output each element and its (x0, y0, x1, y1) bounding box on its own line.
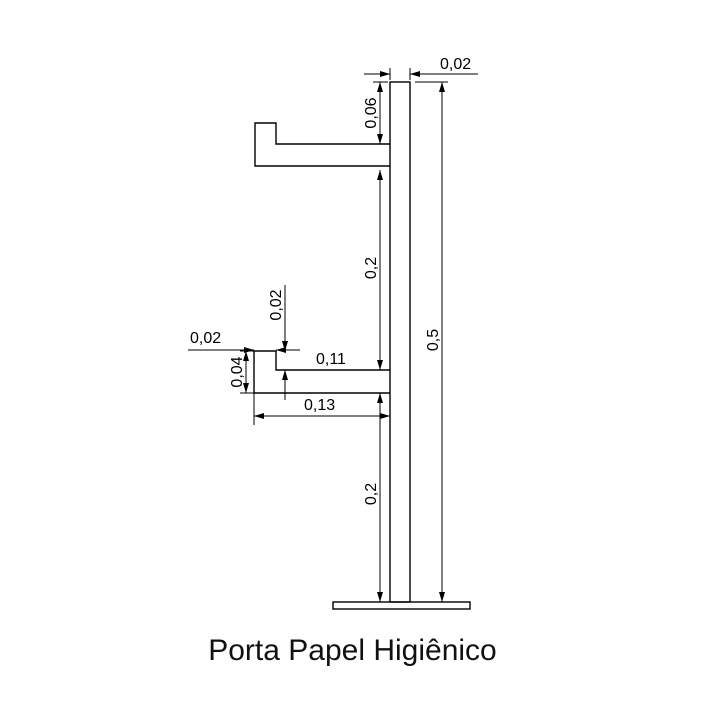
vertical-post (389, 81, 411, 603)
dim-top-offset: 0,06 (363, 97, 380, 128)
dimension-labels: 0,02 0,06 0,5 0,2 0,2 0,02 0,02 0,04 0,1… (190, 56, 471, 505)
dim-hook-depth: 0,02 (268, 289, 285, 320)
upper-arm (254, 122, 390, 167)
dim-bottom-height: 0,2 (363, 483, 380, 505)
drawing-title: Porta Papel Higiênico (208, 634, 497, 667)
dim-inner-length: 0,11 (316, 351, 346, 368)
dimension-lines (188, 68, 478, 603)
dim-total-height: 0,5 (425, 329, 442, 351)
base-plate (332, 601, 471, 610)
dim-hook-width: 0,02 (190, 330, 221, 347)
dim-arm-length: 0,13 (304, 397, 335, 414)
dim-arm-spacing: 0,2 (363, 257, 380, 279)
dim-hook-height: 0,04 (229, 356, 246, 387)
dim-post-width: 0,02 (440, 56, 471, 73)
